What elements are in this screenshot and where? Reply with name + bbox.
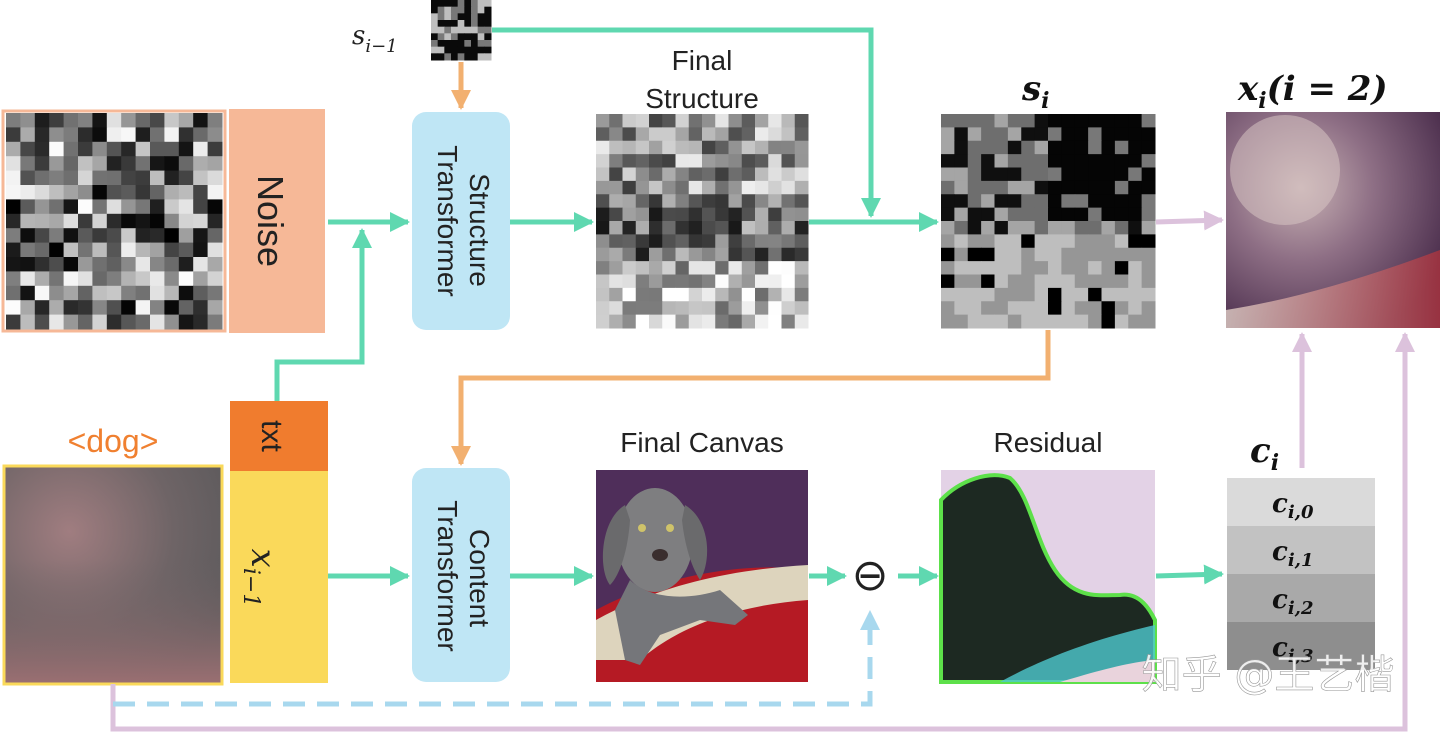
content-transformer-box	[412, 468, 510, 682]
c-i-row-label: ci,1	[1272, 537, 1313, 571]
content-transformer-label-1: Content	[464, 529, 495, 627]
final-structure-title-1: Final	[672, 45, 733, 76]
txt-label: txt	[255, 420, 288, 452]
c-i-row	[1227, 478, 1375, 526]
s-prev-mosaic	[431, 0, 492, 61]
c-i-row	[1227, 622, 1375, 670]
arrows	[110, 27, 1415, 732]
final-canvas-title: Final Canvas	[620, 427, 783, 458]
c-i-row-label: ci,0	[1272, 489, 1314, 523]
c-i-row	[1227, 574, 1375, 622]
c-i-stack: ci,0 ci,1 ci,2 ci,3	[1227, 478, 1375, 670]
x-i-image	[1226, 112, 1440, 328]
watermark-text: 知乎 @王艺楷	[1142, 652, 1395, 698]
structure-transformer-box	[412, 112, 510, 330]
arrow-residual-to-c-i	[1155, 564, 1224, 585]
s-i-title: si	[1021, 69, 1050, 114]
final-structure-title-2: Structure	[645, 83, 759, 114]
s-prev-label: si−1	[352, 21, 398, 57]
subtract-operator: ⊖	[852, 550, 889, 601]
s-i-mosaic	[941, 114, 1156, 329]
residual-title: Residual	[994, 427, 1103, 458]
x-prev-box	[230, 471, 328, 683]
noise-box	[229, 109, 325, 333]
x-i-title: xi(i = 2)	[1237, 69, 1388, 114]
final-canvas-image	[596, 470, 808, 682]
dog-head-shape	[617, 488, 693, 592]
noise-mosaic	[6, 113, 223, 330]
x-prev-image	[2, 464, 224, 686]
dog-token-label: <dog>	[68, 423, 159, 459]
txt-box	[230, 401, 328, 471]
c-i-title: ci	[1250, 431, 1279, 476]
c-i-row-label: ci,2	[1272, 585, 1313, 619]
noise-image-border	[1, 109, 227, 333]
arrow-txt-to-structure	[274, 228, 372, 401]
final-structure-mosaic	[596, 114, 809, 329]
residual-image	[939, 470, 1157, 684]
arrow-x-prev-to-minus-dashed	[113, 610, 880, 707]
content-transformer-label-2: Transformer	[432, 500, 463, 651]
c-i-row	[1227, 526, 1375, 574]
arrow-s-prev-to-s-i	[492, 27, 881, 218]
arrow-s-i-to-content-transformer	[451, 330, 1051, 466]
arrow-s-i-to-x-i	[1155, 210, 1224, 231]
c-i-row-label: ci,3	[1272, 633, 1313, 667]
structure-transformer-label-2: Transformer	[432, 145, 463, 296]
structure-transformer-label-1: Structure	[464, 173, 495, 287]
x-prev-label: xi−1	[238, 549, 283, 608]
noise-label: Noise	[250, 175, 291, 267]
